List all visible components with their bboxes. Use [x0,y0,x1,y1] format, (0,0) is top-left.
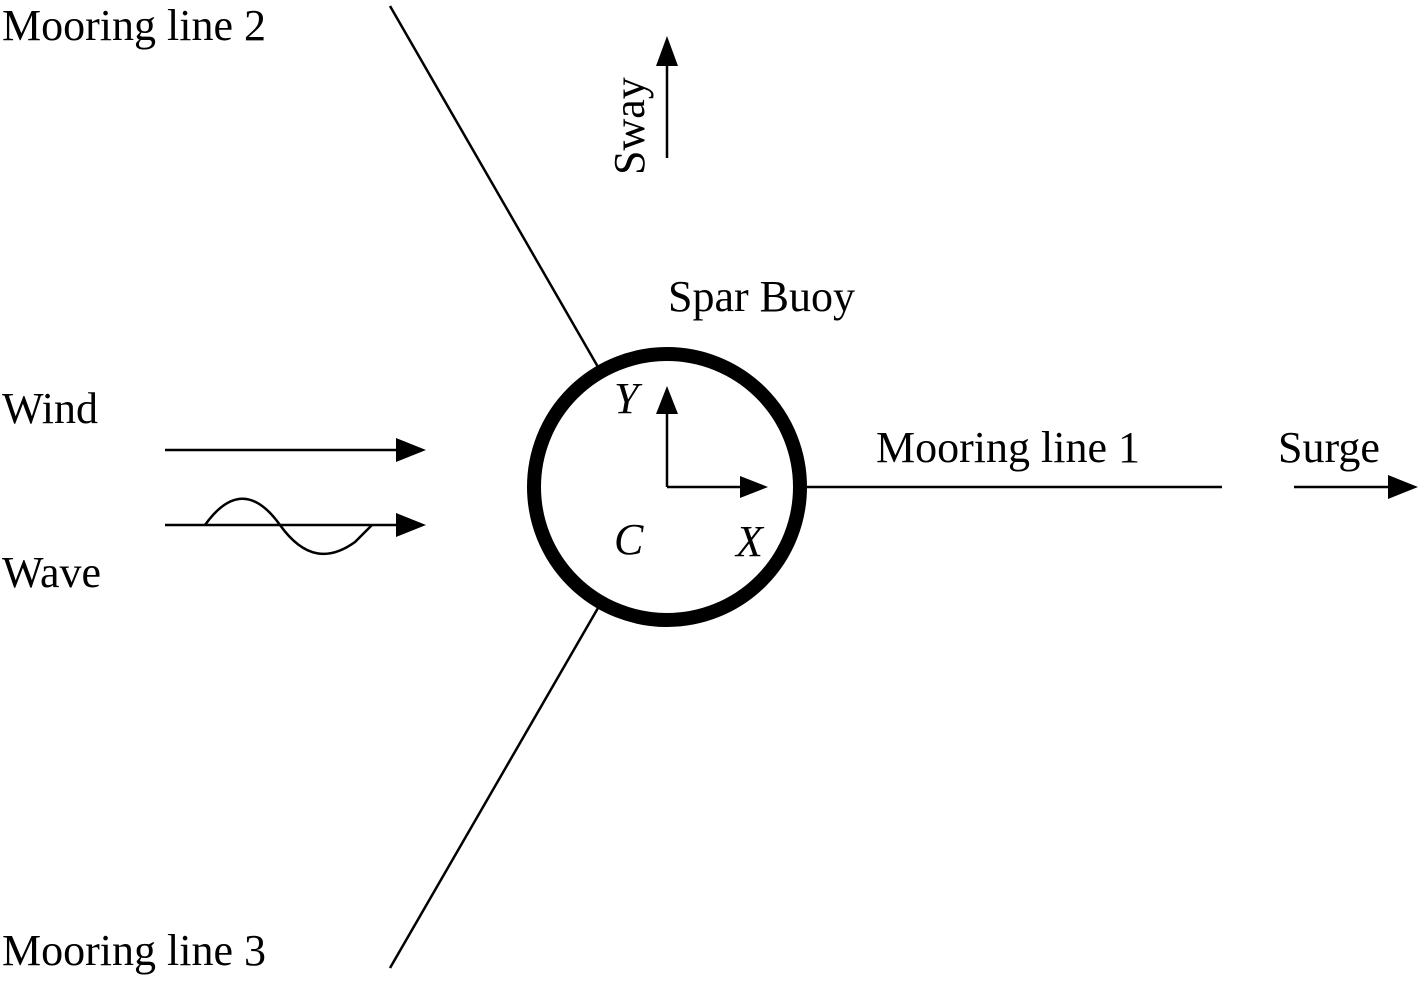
surge-arrowhead [1388,475,1418,499]
sway-arrowhead [656,36,678,66]
mooring-line-2-label: Mooring line 2 [2,1,266,50]
sway-label: Sway [605,77,654,175]
surge-label: Surge [1278,423,1380,472]
wind-label: Wind [2,384,98,433]
mooring-line-2 [388,5,600,368]
y-axis-label: Y [614,374,643,423]
mooring-line-1-label: Mooring line 1 [876,423,1140,472]
x-axis-arrowhead [740,476,768,498]
x-axis-label: X [734,517,765,566]
spar-buoy-label: Spar Buoy [668,272,855,321]
wave-label: Wave [2,548,101,597]
mooring-line-3 [388,607,600,969]
center-label: C [614,515,644,564]
wind-arrowhead [396,438,426,462]
wave-arrowhead [396,513,426,537]
wave-sine-icon [203,497,373,556]
spar-buoy-circle [527,347,807,627]
mooring-line-3-label: Mooring line 3 [2,926,266,975]
y-axis-arrowhead [656,386,678,414]
